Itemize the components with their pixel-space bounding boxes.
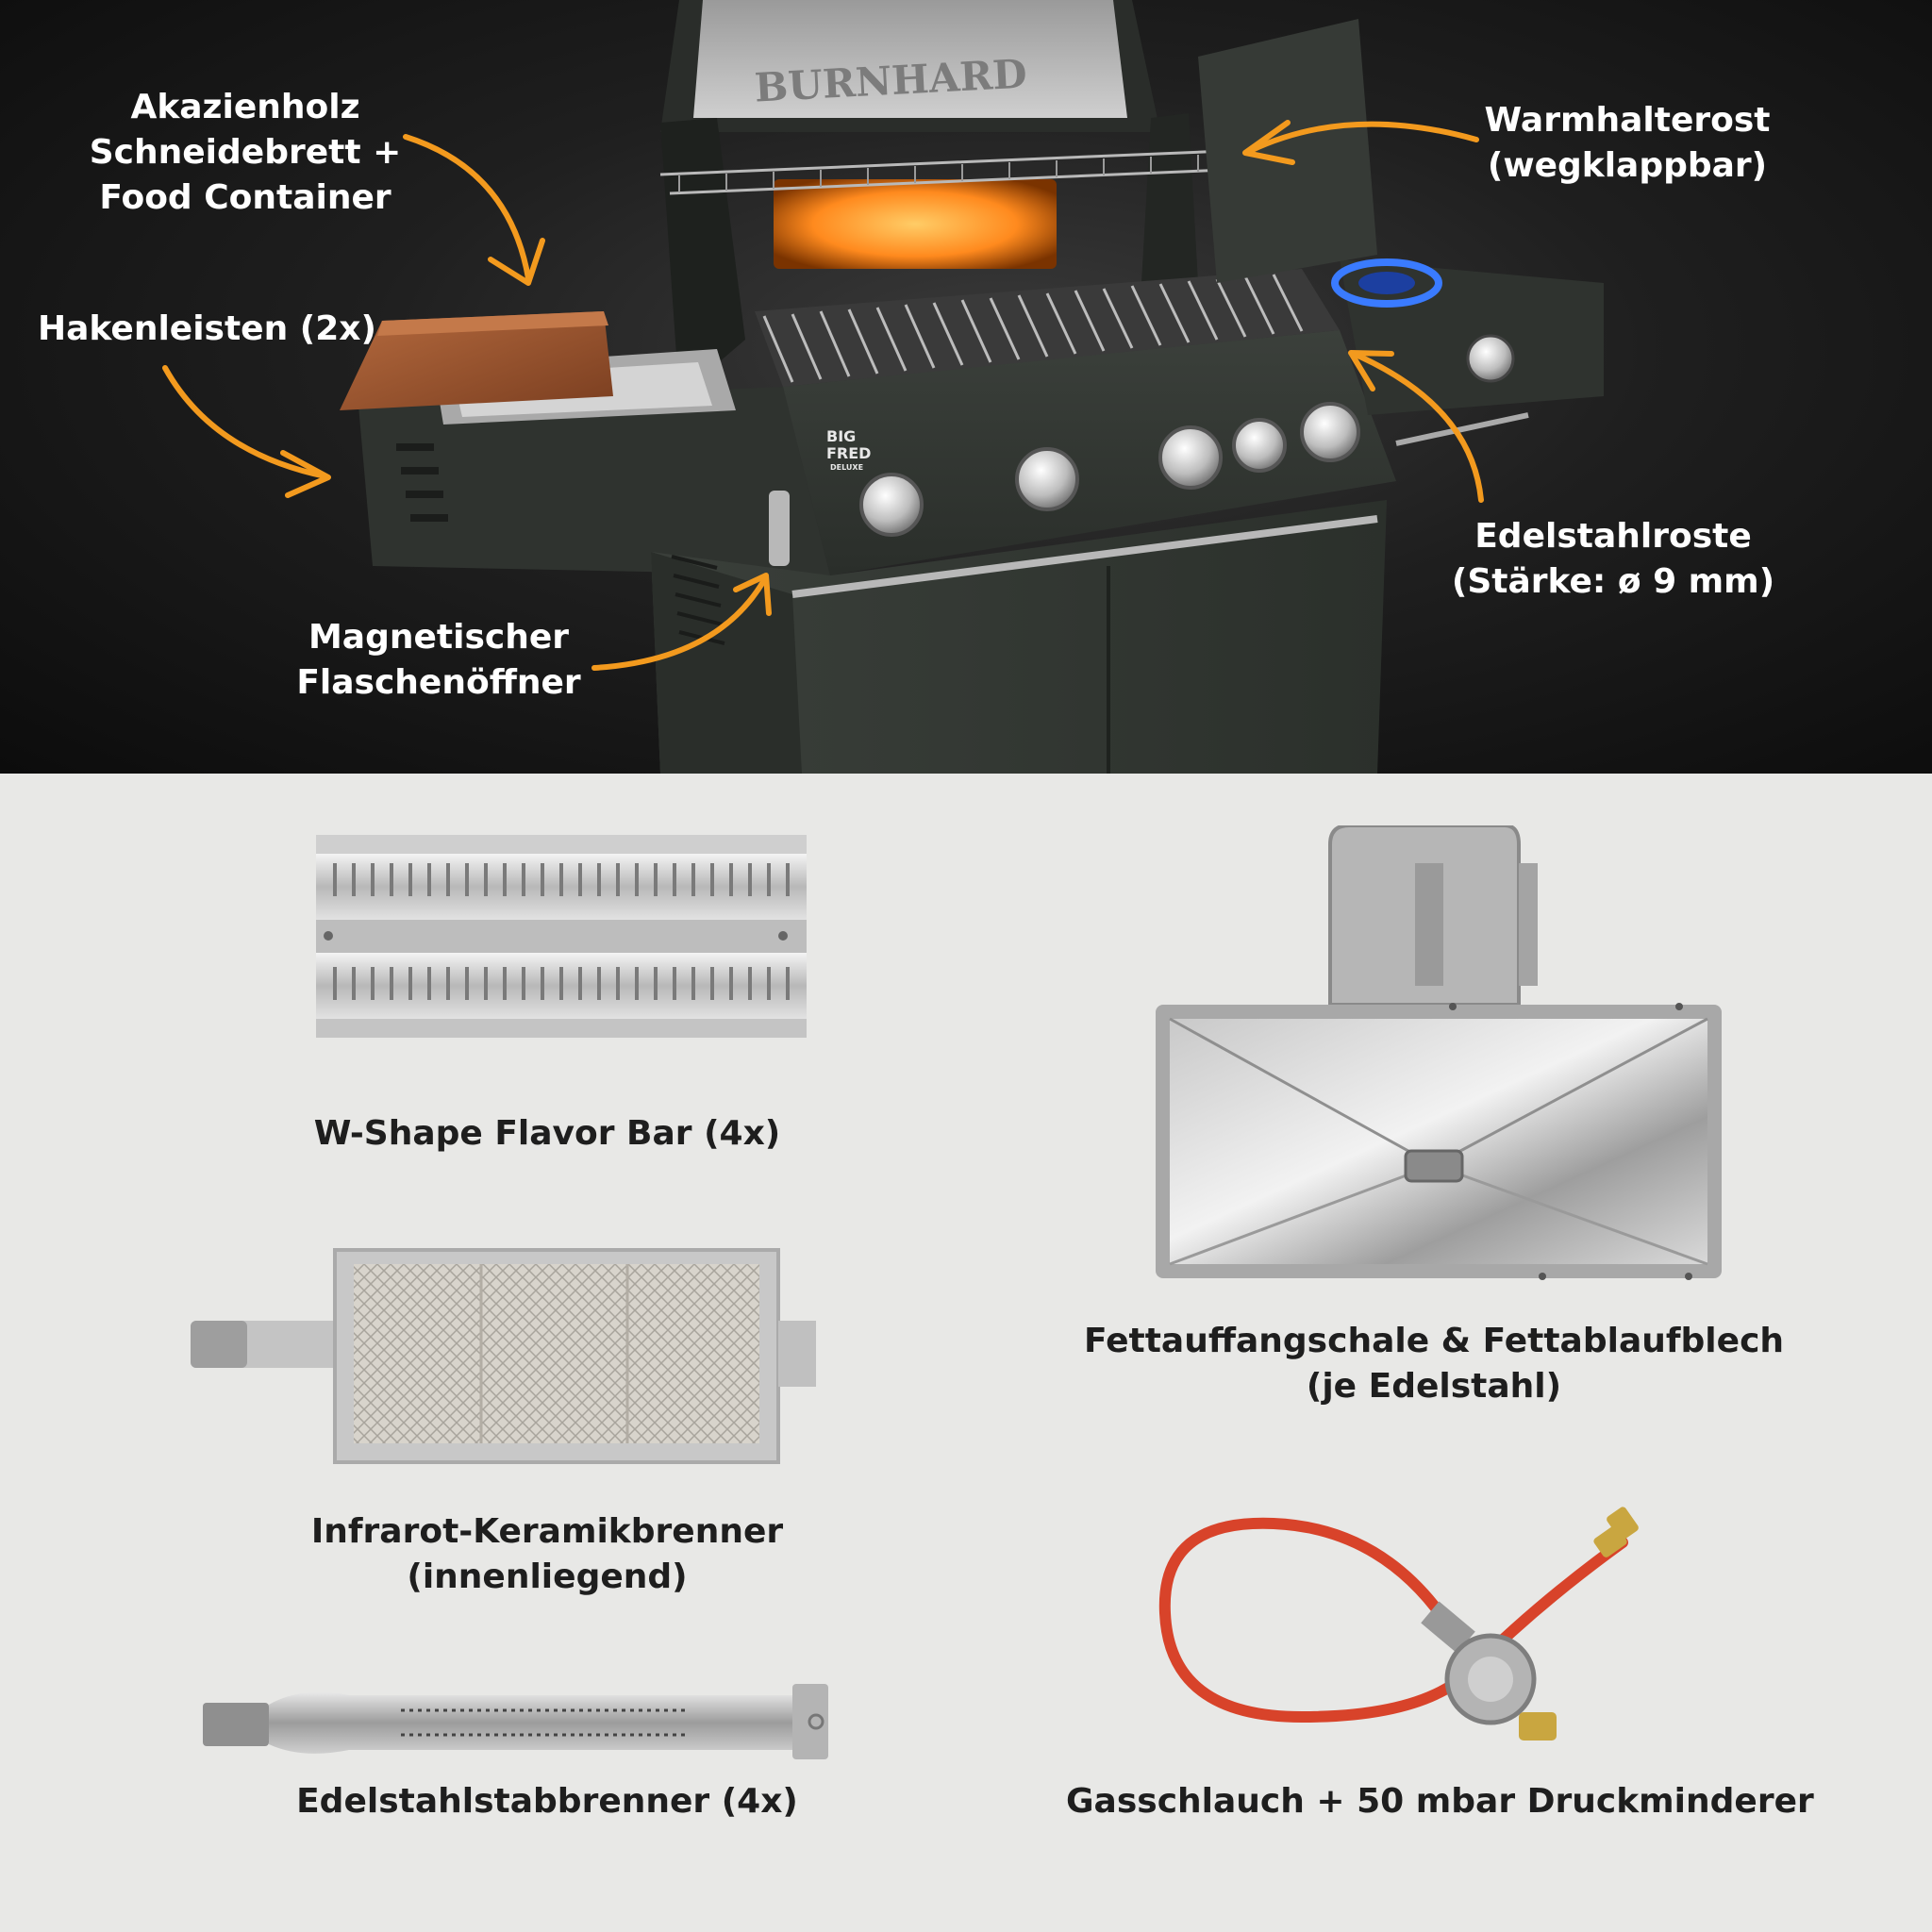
part-label-line: (innenliegend) — [407, 1557, 688, 1596]
label-drip-tray: Fettauffangschale & Fettablaufblech (je … — [1066, 1319, 1802, 1409]
callout-line: (wegklappbar) — [1487, 146, 1768, 185]
control-panel — [783, 330, 1396, 575]
parts-section: W-Shape Flavor Bar (4x) Fettauffangschal… — [0, 774, 1932, 1932]
part-label-line: Fettauffangschale & Fettablaufblech — [1083, 1322, 1785, 1360]
infrared-glow — [774, 179, 1057, 269]
left-side-shelf — [358, 387, 830, 575]
callout-line: Edelstahlroste — [1474, 517, 1752, 556]
infrared-burner-image — [191, 1248, 816, 1464]
part-label-line: Infrarot-Keramikbrenner — [310, 1512, 784, 1551]
callout-bottle-opener: Magnetischer Flaschenöffner — [274, 615, 604, 706]
label-rod-burner: Edelstahlstabbrenner (4x) — [236, 1779, 858, 1824]
badge-line-3: DELUXE — [830, 463, 863, 472]
grill-illustration: BURNHARD — [162, 0, 1604, 774]
callout-line: Warmhalterost — [1484, 101, 1771, 140]
callout-line: Schneidebrett + — [89, 133, 402, 172]
callout-cutting-board: Akazienholz Schneidebrett + Food Contain… — [71, 85, 420, 221]
flavor-bar-image — [316, 835, 807, 1038]
warming-rack — [659, 149, 1227, 195]
callout-line: Magnetischer — [308, 618, 570, 657]
cutting-board — [340, 311, 613, 410]
label-infrared-burner: Infrarot-Keramikbrenner (innenliegend) — [236, 1509, 858, 1600]
callout-hook-rails: Hakenleisten (2x) — [38, 307, 376, 352]
bottle-opener — [769, 491, 790, 566]
side-burner-knob — [1466, 334, 1515, 383]
badge-line-2: FRED — [826, 444, 871, 462]
callout-line: Akazienholz — [130, 88, 360, 126]
callout-steel-grates: Edelstahlroste (Stärke: ø 9 mm) — [1443, 514, 1783, 605]
callout-line: Food Container — [99, 178, 391, 217]
control-knobs — [859, 402, 1360, 537]
callout-line: Flaschenöffner — [296, 663, 581, 702]
callout-arrows — [162, 120, 1484, 671]
part-label-line: (je Edelstahl) — [1306, 1367, 1562, 1406]
drip-tray-image — [1156, 825, 1722, 1280]
callout-warming-rack: Warmhalterost (wegklappbar) — [1472, 98, 1783, 189]
badge-line-1: BIG — [826, 427, 856, 445]
arrow-hook-rails — [162, 365, 328, 479]
label-gas-hose: Gasschlauch + 50 mbar Druckminderer — [1066, 1779, 1814, 1824]
part-label-line: W-Shape Flavor Bar (4x) — [313, 1114, 781, 1153]
grill-cabinet — [651, 500, 1387, 774]
callout-line: (Stärke: ø 9 mm) — [1451, 562, 1775, 601]
part-label-line: Gasschlauch + 50 mbar Druckminderer — [1066, 1782, 1814, 1821]
right-side-shelf — [1340, 259, 1604, 415]
label-flavor-bar: W-Shape Flavor Bar (4x) — [264, 1111, 830, 1157]
grill-hero-section: BURNHARD — [0, 0, 1932, 774]
part-label-line: Edelstahlstabbrenner (4x) — [296, 1782, 798, 1821]
gas-hose-image — [1158, 1507, 1639, 1740]
arrow-cutting-board — [403, 134, 531, 281]
arrow-warming-rack — [1247, 121, 1479, 154]
arrow-steel-grates — [1351, 351, 1484, 503]
model-badge: BIG FRED DELUXE — [826, 427, 871, 472]
rod-burner-image — [203, 1684, 828, 1759]
arrow-bottle-opener — [591, 577, 767, 671]
callout-line: Hakenleisten (2x) — [38, 309, 376, 348]
side-burner-flame — [1331, 258, 1442, 308]
